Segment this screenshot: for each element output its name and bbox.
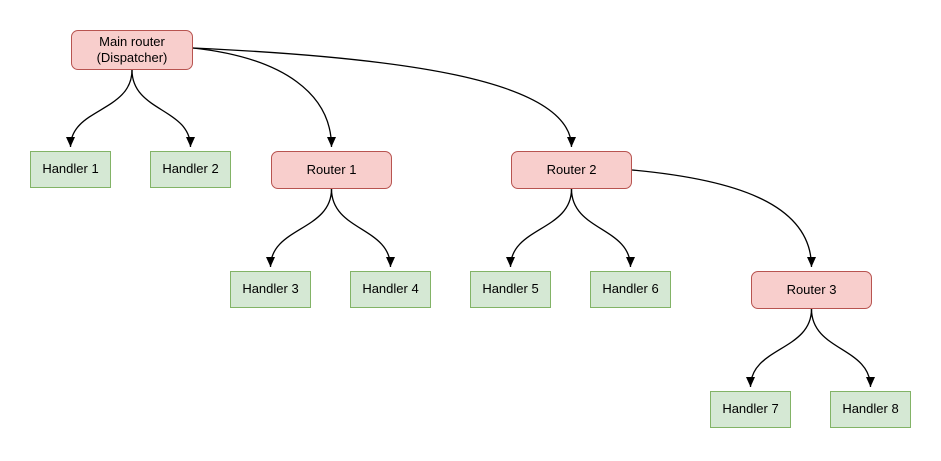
edge-router-2-to-handler-6	[570, 188, 635, 268]
node-router-1: Router 1	[271, 151, 392, 189]
node-main-router: Main router (Dispatcher)	[71, 30, 193, 70]
node-handler-7: Handler 7	[710, 391, 791, 428]
node-handler-4: Handler 4	[350, 271, 431, 308]
edge-router-1-to-handler-4	[330, 188, 395, 268]
edge-router-3-to-handler-8	[810, 308, 875, 388]
edge-main-router-to-router-1	[192, 47, 336, 148]
edge-router-3-to-handler-7	[746, 308, 813, 388]
edge-main-router-to-handler-2	[131, 69, 195, 148]
node-handler-2: Handler 2	[150, 151, 231, 188]
edge-router-2-to-router-3	[631, 169, 816, 268]
edge-main-router-to-handler-1	[66, 69, 133, 148]
node-handler-3: Handler 3	[230, 271, 311, 308]
node-handler-1: Handler 1	[30, 151, 111, 188]
edge-router-1-to-handler-3	[266, 188, 333, 268]
node-handler-8: Handler 8	[830, 391, 911, 428]
edge-router-2-to-handler-5	[506, 188, 573, 268]
edge-main-router-to-router-2	[192, 47, 576, 148]
node-router-2: Router 2	[511, 151, 632, 189]
node-router-3: Router 3	[751, 271, 872, 309]
node-handler-5: Handler 5	[470, 271, 551, 308]
node-handler-6: Handler 6	[590, 271, 671, 308]
